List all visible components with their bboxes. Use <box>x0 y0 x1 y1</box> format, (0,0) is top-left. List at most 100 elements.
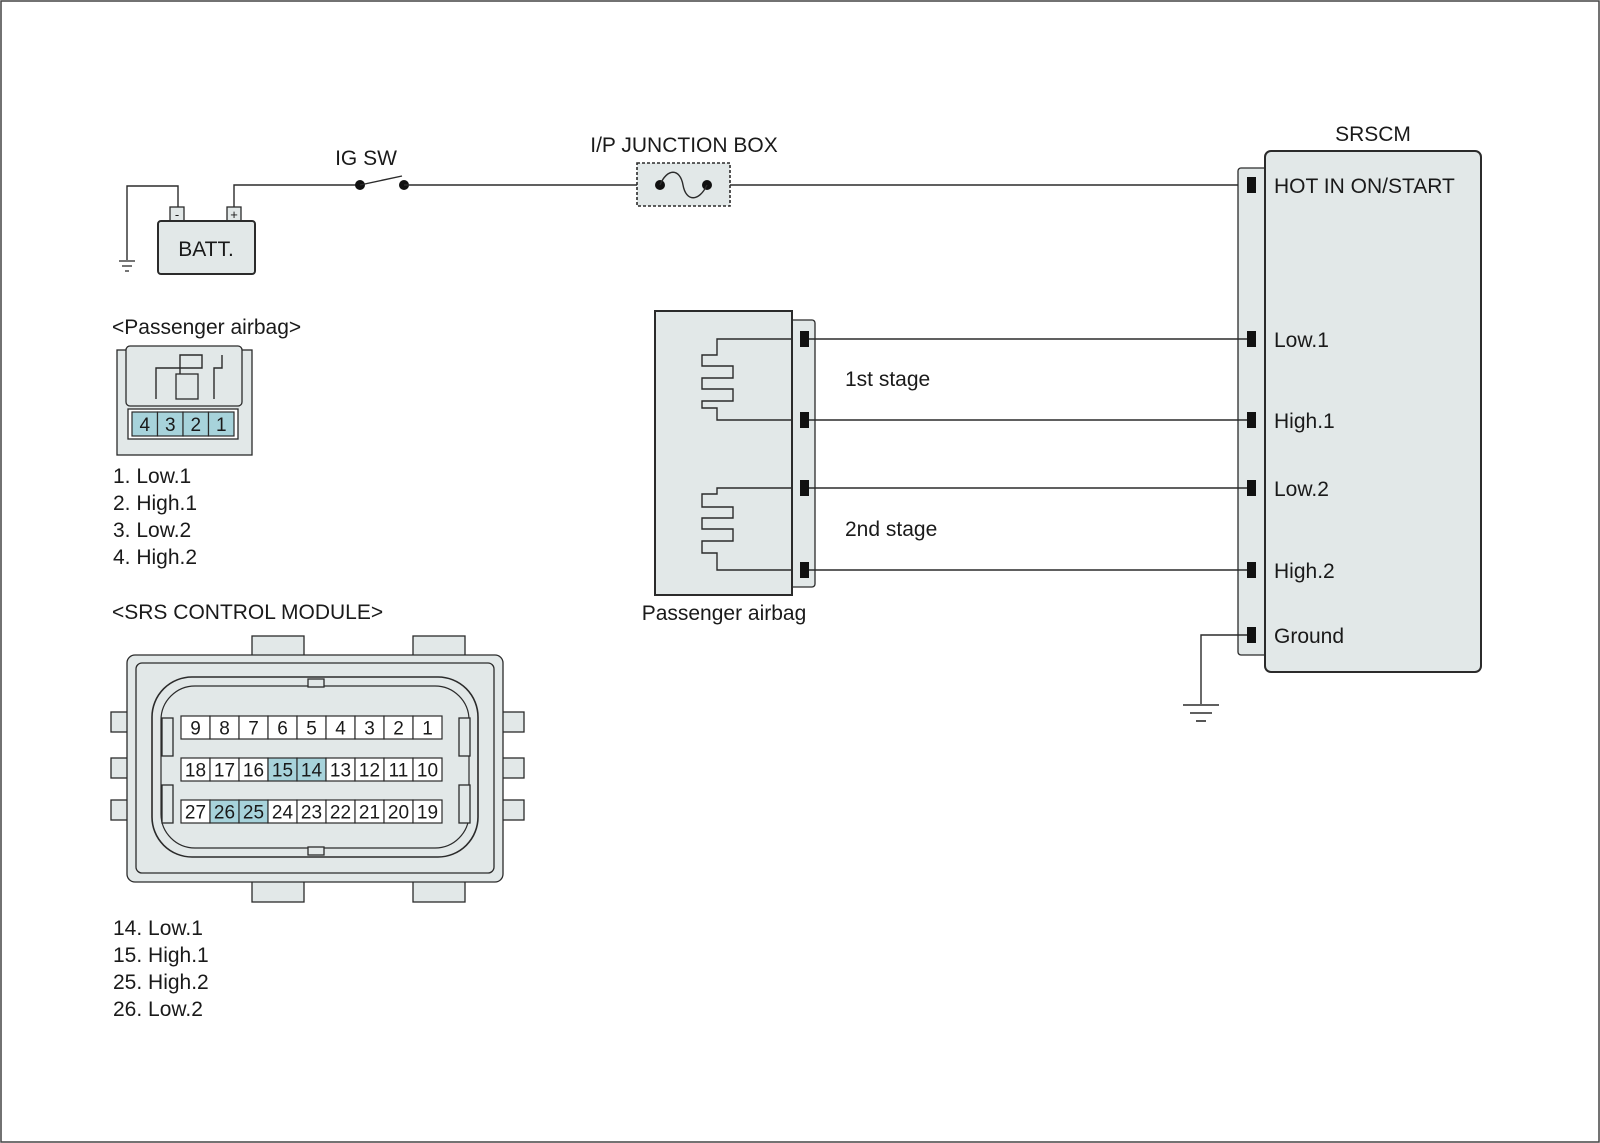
srscm-ground-wire <box>1200 634 1247 704</box>
srs-latch-right-top <box>458 717 471 757</box>
airbag-label: Passenger airbag <box>642 602 807 625</box>
srs-pin-10: 10 <box>417 761 438 782</box>
srs-pin-23: 23 <box>301 803 322 824</box>
srs-pin-1-cell <box>412 715 443 740</box>
srs-legend-1: 14. Low.1 <box>113 917 203 940</box>
srs-connector-title: <SRS CONTROL MODULE> <box>112 601 383 624</box>
airbag-body <box>654 310 793 596</box>
srs-pin-9: 9 <box>190 719 201 740</box>
airbag-terminal-3 <box>800 480 809 496</box>
ig-switch-label: IG SW <box>335 147 397 170</box>
srs-key-bottom <box>307 846 325 856</box>
srs-pin-8: 8 <box>219 719 230 740</box>
passenger-connector-latch-left <box>155 354 203 399</box>
passenger-pin-4-cell <box>131 411 159 437</box>
srs-pin-19: 19 <box>417 803 438 824</box>
power-circuit: - + BATT. IG SW I/P JUNCTION BOX <box>119 134 1247 275</box>
srs-pin-1: 1 <box>422 719 433 740</box>
srs-pin-11: 11 <box>389 761 409 782</box>
passenger-legend-2: 2. High.1 <box>113 492 197 515</box>
passenger-connector-title: <Passenger airbag> <box>112 316 301 339</box>
srs-pin-17: 17 <box>214 761 235 782</box>
passenger-legend-3: 3. Low.2 <box>113 519 191 542</box>
srs-latch-left-top <box>161 717 174 757</box>
srscm-terminal-low1 <box>1247 331 1256 347</box>
airbag-terminal-2 <box>800 412 809 428</box>
srscm-pin-low2-label: Low.2 <box>1274 478 1329 501</box>
passenger-connector-key <box>175 373 199 400</box>
srscm-pin-hot-label: HOT IN ON/START <box>1274 175 1455 198</box>
srscm-pin-low1-label: Low.1 <box>1274 329 1329 352</box>
srs-pin-2: 2 <box>393 719 404 740</box>
srscm-terminal-high2 <box>1247 562 1256 578</box>
srs-key-top <box>307 678 325 688</box>
battery-plus-wire <box>233 184 360 207</box>
battery-label: BATT. <box>178 238 234 261</box>
fuse-icon <box>659 171 708 199</box>
srs-pin-18: 18 <box>185 761 206 782</box>
srs-pin-22: 22 <box>330 803 351 824</box>
srs-pin-25: 25 <box>243 803 264 824</box>
junction-box-label: I/P JUNCTION BOX <box>590 134 777 157</box>
srs-pin-12: 12 <box>359 761 380 782</box>
srs-pin-20: 20 <box>388 803 409 824</box>
passenger-pin-4: 4 <box>139 415 150 436</box>
ig-switch-blade <box>359 175 403 186</box>
battery-body <box>157 220 256 275</box>
srs-legend-4: 26. Low.2 <box>113 998 203 1021</box>
srs-latch-right-bottom <box>458 784 471 824</box>
passenger-legend-4: 4. High.2 <box>113 546 197 569</box>
stage1-squib-icon <box>701 338 792 421</box>
srscm-terminal-low2 <box>1247 480 1256 496</box>
airbag-terminal-1 <box>800 331 809 347</box>
srscm-terminal-ground <box>1247 627 1256 643</box>
srs-pin-14: 14 <box>301 761 323 782</box>
passenger-connector-latch-right <box>213 355 223 399</box>
battery-ground-wire <box>126 185 179 260</box>
srscm-title: SRSCM <box>1335 123 1411 146</box>
passenger-pin-2-cell <box>182 411 210 437</box>
battery-plus-sign: + <box>230 207 238 222</box>
srs-pin-24: 24 <box>272 803 294 824</box>
srscm-terminal-high1 <box>1247 412 1256 428</box>
srs-pin-16: 16 <box>243 761 264 782</box>
srs-pin-7: 7 <box>248 719 259 740</box>
passenger-legend-1: 1. Low.1 <box>113 465 191 488</box>
srscm-module: SRSCM HOT IN ON/START Low.1 High.1 Low.2… <box>1183 123 1482 722</box>
srs-legend-3: 25. High.2 <box>113 971 209 994</box>
srs-pin-4: 4 <box>335 719 346 740</box>
ground-symbol-battery <box>119 260 135 272</box>
srs-pin-13: 13 <box>330 761 351 782</box>
stage2-squib-icon <box>701 487 792 571</box>
srscm-pin-ground-label: Ground <box>1274 625 1344 648</box>
passenger-airbag: 1st stage 2nd stage Passenger airbag <box>642 310 1247 625</box>
srs-legend-2: 15. High.1 <box>113 944 209 967</box>
srs-pin-15: 15 <box>272 761 293 782</box>
ground-symbol-srscm <box>1183 704 1219 722</box>
srs-pin-21: 21 <box>359 803 380 824</box>
airbag-terminal-4 <box>800 562 809 578</box>
battery-minus-sign: - <box>175 207 179 222</box>
srscm-pin-high1-label: High.1 <box>1274 410 1335 433</box>
srs-pin-3: 3 <box>364 719 375 740</box>
passenger-pin-1: 1 <box>216 415 227 436</box>
srscm-body <box>1264 150 1482 673</box>
srs-pin-5: 5 <box>306 719 317 740</box>
passenger-pin-1-cell <box>207 411 235 437</box>
srs-pin-10-cell <box>412 757 443 782</box>
passenger-pin-2: 2 <box>190 415 201 436</box>
stage1-label: 1st stage <box>845 368 930 391</box>
srs-pin-26: 26 <box>214 803 235 824</box>
srs-latch-left-bottom <box>161 784 174 824</box>
srscm-terminal-hot <box>1247 177 1256 193</box>
stage2-label: 2nd stage <box>845 518 937 541</box>
passenger-pin-3: 3 <box>165 415 176 436</box>
srscm-pin-high2-label: High.2 <box>1274 560 1335 583</box>
srs-pin-27: 27 <box>185 803 206 824</box>
srs-pin-19-cell <box>412 799 443 824</box>
